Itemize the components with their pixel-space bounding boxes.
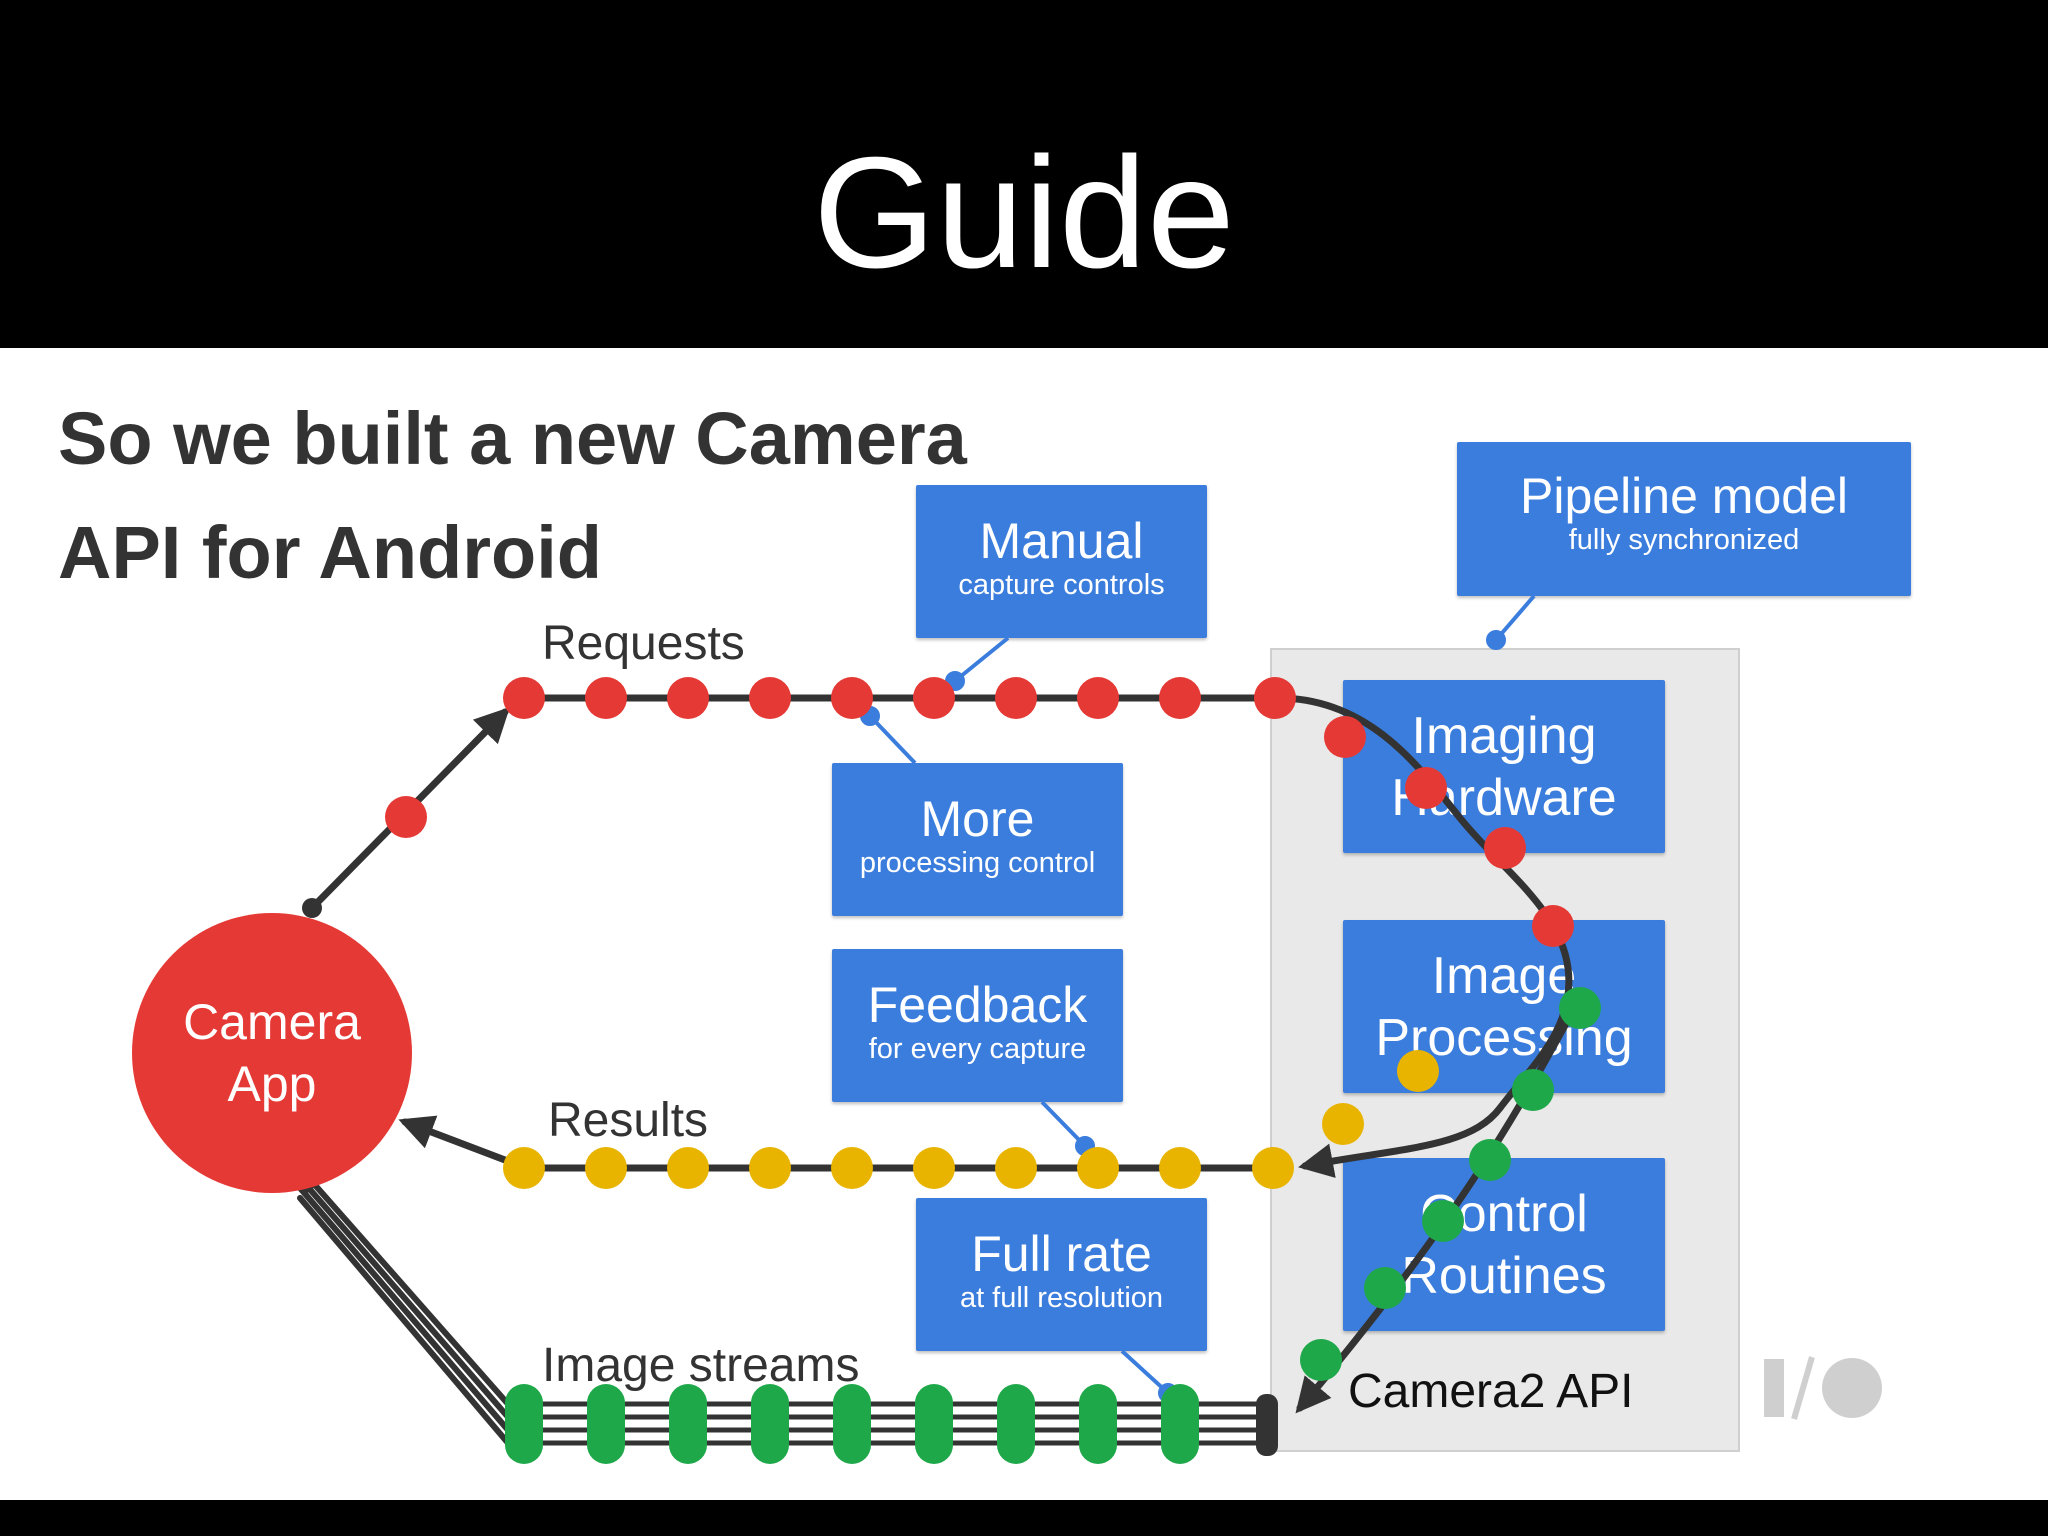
stream-dot	[1300, 1339, 1342, 1381]
manual-callout-sub: capture controls	[958, 569, 1165, 601]
more-connector	[868, 714, 917, 765]
request-dot	[1254, 677, 1296, 719]
imaging-hardware-line-1: Imaging	[1411, 706, 1597, 765]
fullrate-callout-title: Full rate	[971, 1226, 1152, 1282]
stream-dots	[505, 987, 1601, 1464]
stream-arrow-2	[297, 1175, 511, 1420]
pipeline-callout: Pipeline model fully synchronized	[1457, 442, 1911, 596]
request-dot	[1405, 767, 1447, 809]
result-dot	[913, 1147, 955, 1189]
result-dot	[1397, 1050, 1439, 1092]
camera-app-line-1: Camera	[183, 994, 361, 1050]
headline-line-2: API for Android	[58, 511, 602, 594]
result-dot	[995, 1147, 1037, 1189]
image-streams-label: Image streams	[542, 1339, 860, 1392]
stream-token	[1161, 1384, 1199, 1464]
pipeline-callout-title: Pipeline model	[1520, 468, 1848, 524]
results-arrow	[398, 1115, 509, 1164]
manual-callout-title: Manual	[979, 513, 1144, 569]
stream-dot	[1512, 1069, 1554, 1111]
stream-token	[505, 1384, 543, 1464]
request-dot	[913, 677, 955, 719]
stream-dot	[1469, 1139, 1511, 1181]
request-dot	[385, 796, 427, 838]
headline-line-1: So we built a new Camera	[58, 397, 967, 480]
feedback-callout-title: Feedback	[867, 977, 1088, 1033]
more-callout: More processing control	[832, 763, 1123, 916]
stream-token	[915, 1384, 953, 1464]
results-return-path	[1274, 694, 1573, 1178]
camera-app-line-2: App	[227, 1056, 317, 1112]
stream-token	[833, 1384, 871, 1464]
result-dot	[1252, 1147, 1294, 1189]
stream-arrow-1	[296, 1163, 511, 1407]
streams-end-cap	[1256, 1394, 1278, 1456]
manual-connector	[953, 636, 1010, 683]
control-routines-line-2: Routines	[1401, 1246, 1607, 1305]
request-dot	[503, 677, 545, 719]
io-logo-icon	[1760, 1353, 1886, 1423]
request-dot	[1324, 716, 1366, 758]
page-title: Guide	[813, 125, 1235, 301]
request-dot	[1077, 677, 1119, 719]
stream-dot	[1559, 987, 1601, 1029]
title-bar: Guide	[0, 0, 2048, 348]
result-dot	[1159, 1147, 1201, 1189]
result-dot	[1322, 1103, 1364, 1145]
request-dot	[1484, 827, 1526, 869]
stream-token	[1079, 1384, 1117, 1464]
image-processing-line-1: Image	[1431, 946, 1577, 1005]
result-dot	[831, 1147, 873, 1189]
more-callout-sub: processing control	[859, 847, 1096, 879]
result-dot	[1077, 1147, 1119, 1189]
feedback-callout: Feedback for every capture	[832, 949, 1123, 1102]
stream-token	[997, 1384, 1035, 1464]
stream-arrow-4	[297, 1195, 511, 1446]
slide-headline: So we built a new Camera API for Android	[58, 382, 967, 610]
slide: So we built a new Camera API for Android…	[0, 348, 2048, 1500]
requests-label: Requests	[542, 617, 745, 670]
pipeline-diagram	[296, 594, 1601, 1464]
camera-app-node: Camera App	[132, 913, 412, 1193]
fullrate-callout: Full rate at full resolution	[916, 1198, 1207, 1351]
pipeline-connector-dot	[1486, 630, 1506, 650]
fullrate-connector	[1120, 1349, 1170, 1395]
fullrate-callout-sub: at full resolution	[959, 1282, 1164, 1314]
request-dot	[749, 677, 791, 719]
feedback-connector	[1040, 1100, 1087, 1148]
request-dot	[831, 677, 873, 719]
request-dot	[667, 677, 709, 719]
pipeline-callout-sub: fully synchronized	[1568, 524, 1800, 556]
more-callout-title: More	[920, 791, 1035, 847]
result-dots	[503, 1050, 1439, 1189]
manual-connector-dot	[945, 671, 965, 691]
result-dot	[749, 1147, 791, 1189]
results-label: Results	[548, 1094, 709, 1147]
stream-arrow-3	[297, 1185, 511, 1433]
bottom-bar	[0, 1500, 2048, 1536]
request-dot	[995, 677, 1037, 719]
result-dot	[667, 1147, 709, 1189]
manual-callout: Manual capture controls	[916, 485, 1207, 638]
result-dot	[503, 1147, 545, 1189]
result-dot	[585, 1147, 627, 1189]
stream-token	[669, 1384, 707, 1464]
stream-token	[751, 1384, 789, 1464]
request-dots	[385, 677, 1574, 947]
stream-token	[587, 1384, 625, 1464]
camera2-api-label: Camera2 API	[1348, 1365, 1634, 1418]
request-dot	[1159, 677, 1201, 719]
stream-dot	[1422, 1200, 1464, 1242]
request-dot	[1532, 905, 1574, 947]
request-dot	[585, 677, 627, 719]
feedback-callout-sub: for every capture	[868, 1033, 1087, 1065]
stream-dot	[1364, 1267, 1406, 1309]
requests-start-dot	[302, 898, 322, 918]
